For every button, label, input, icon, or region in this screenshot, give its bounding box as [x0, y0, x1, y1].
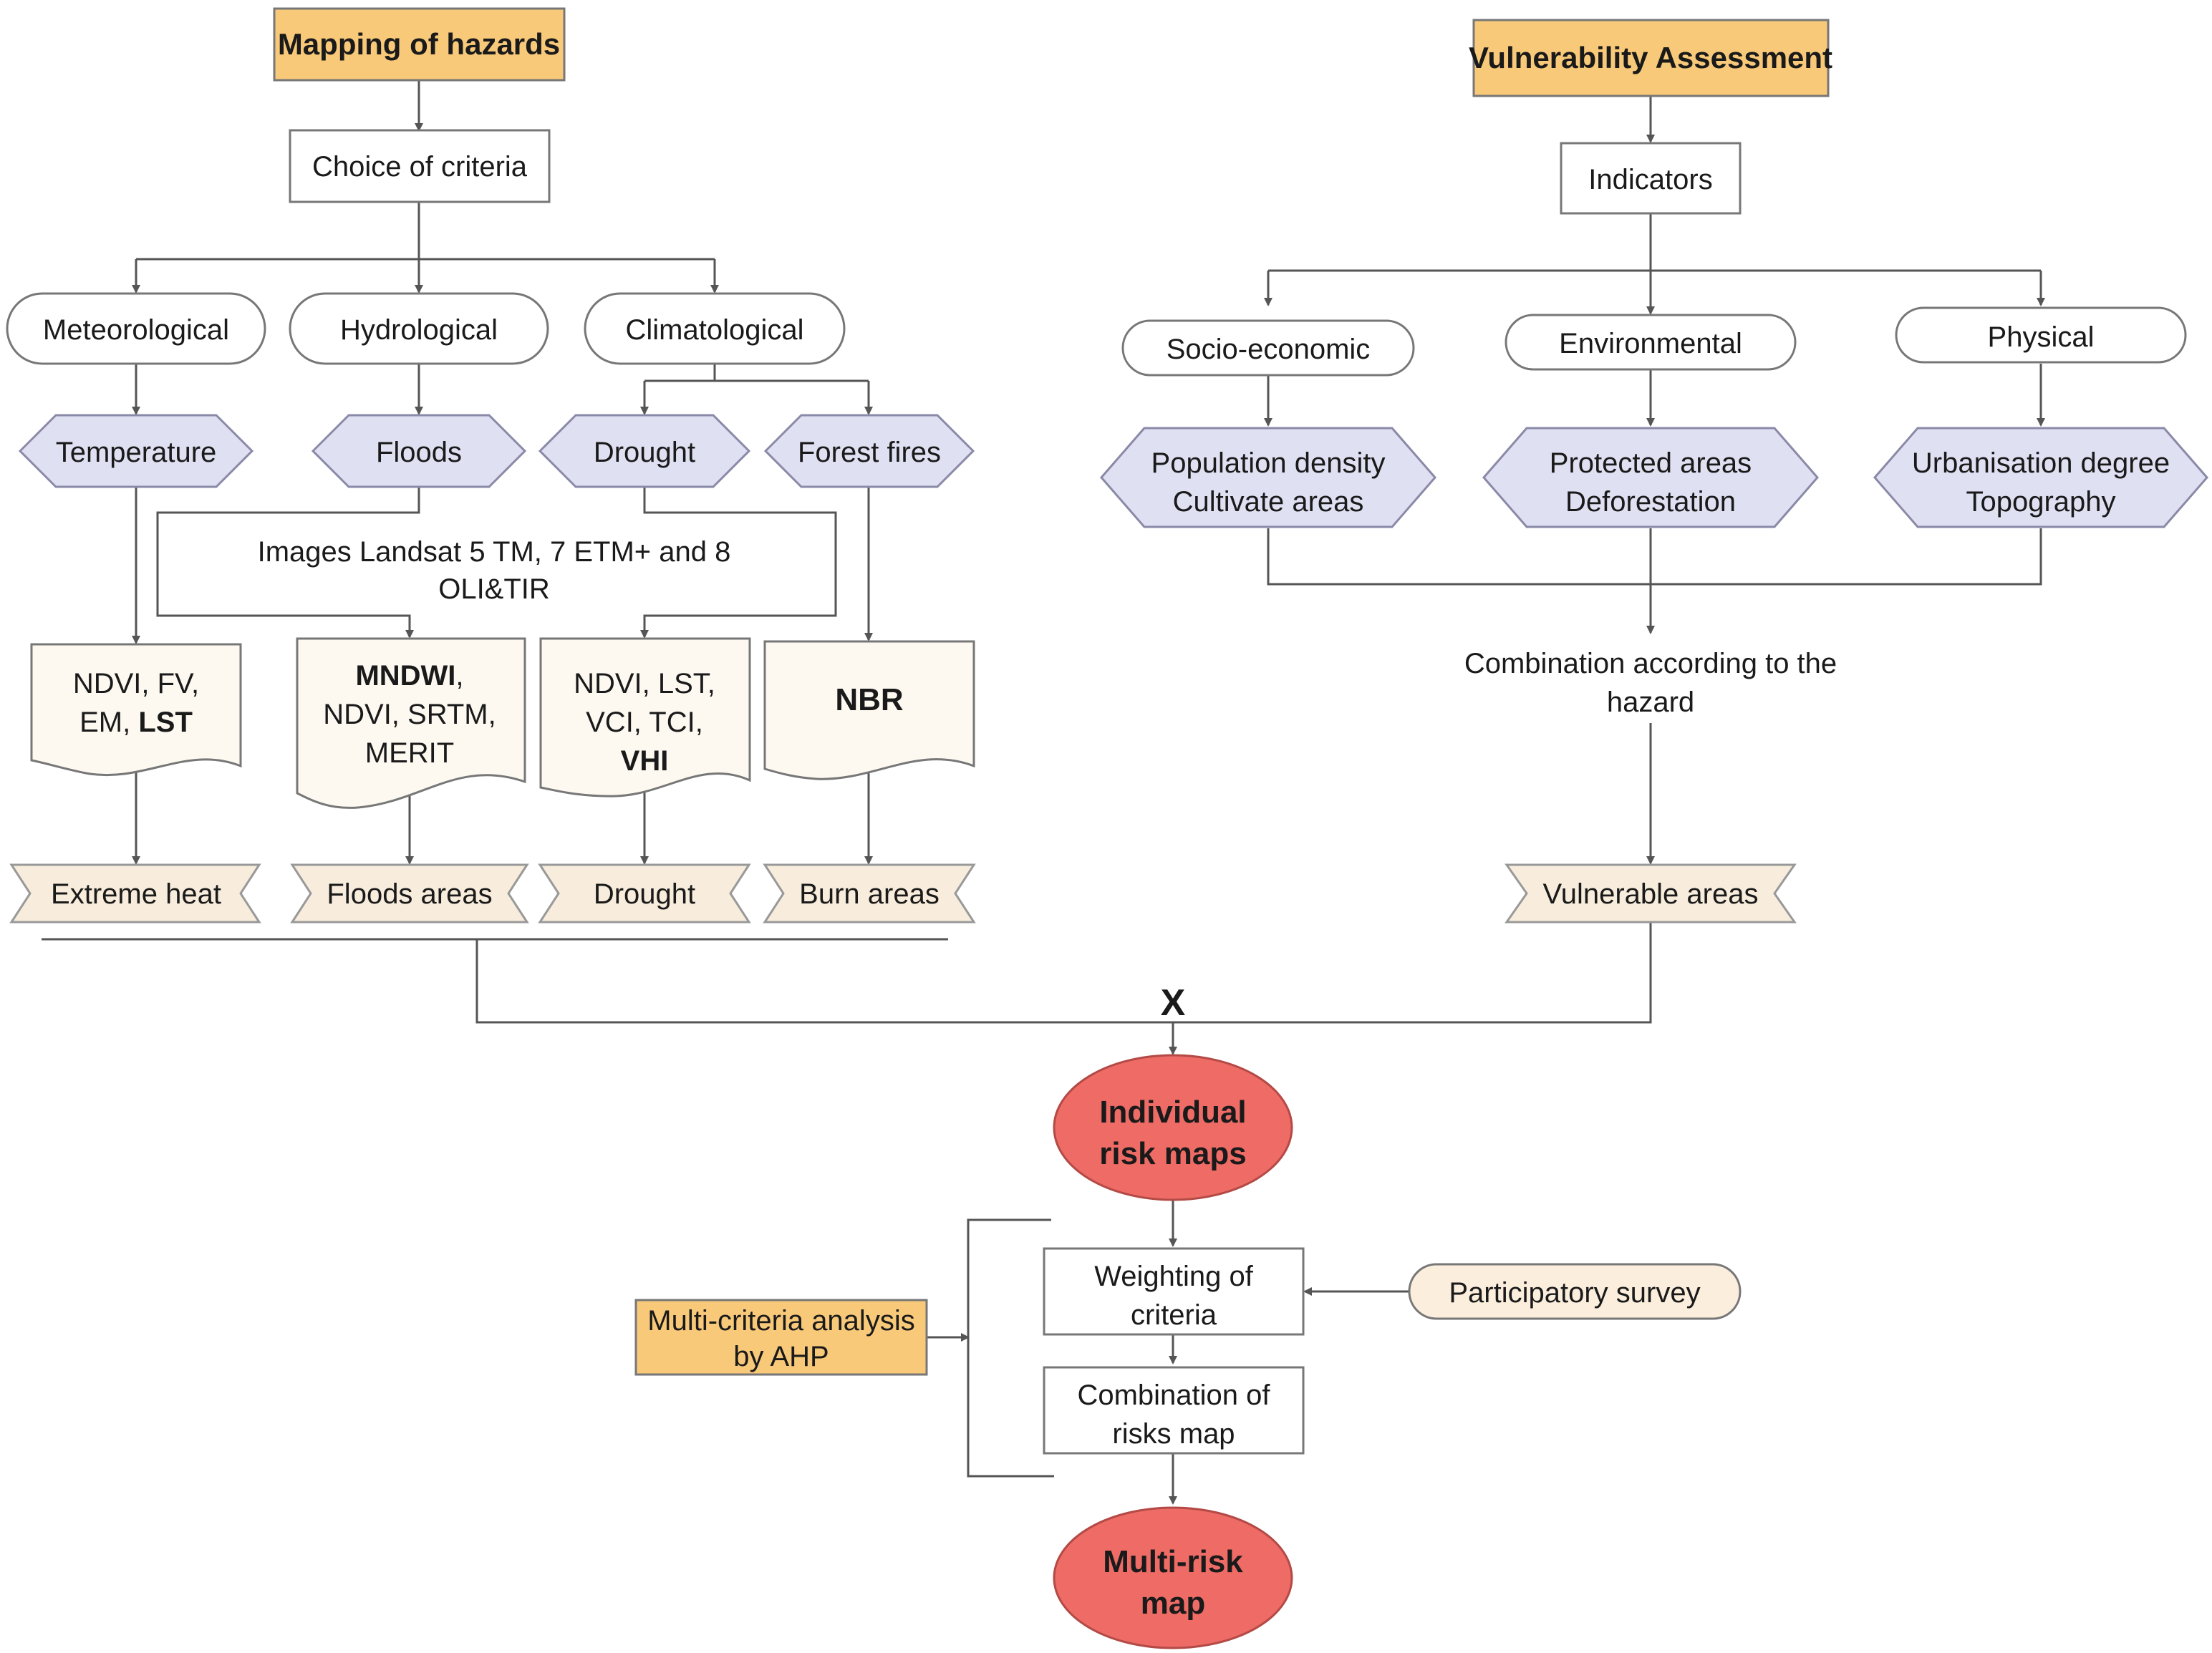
individual-risk-line-1: Individual [1099, 1095, 1246, 1130]
temperature-indices-line-1: NDVI, FV, [73, 668, 199, 699]
svg-text:MNDWI,: MNDWI, [355, 660, 463, 692]
drought-indices-line-2: VCI, TCI, [586, 707, 703, 738]
category-physical-label: Physical [1988, 321, 2095, 353]
factor-population-density: Population density [1151, 447, 1386, 479]
floods-indices-line-2: NDVI, SRTM, [323, 699, 496, 730]
factor-environmental: Protected areas Deforestation [1482, 427, 1819, 528]
combination-hazard-note: Combination according to the hazard [1464, 648, 1837, 718]
type-temperature: Temperature [18, 414, 254, 488]
individual-risk-maps: Individual risk maps [1053, 1054, 1293, 1201]
type-drought-label: Drought [594, 437, 695, 468]
category-meteorological-label: Meteorological [43, 314, 229, 346]
output-drought-label: Drought [594, 878, 695, 910]
indicators-box: Indicators [1560, 142, 1742, 215]
output-burn-areas: Burn areas [763, 863, 976, 924]
type-drought: Drought [538, 414, 751, 488]
doc-drought-indices: NDVI, LST, VCI, TCI, VHI [539, 637, 751, 798]
type-temperature-label: Temperature [56, 437, 217, 468]
doc-fires-indices: NBR [763, 640, 975, 780]
individual-risk-line-2: risk maps [1099, 1136, 1246, 1171]
landsat-line-2: OLI&TIR [438, 573, 550, 605]
connectors [42, 80, 2045, 1505]
mca-line-1: Multi-criteria analysis [647, 1305, 914, 1337]
multi-risk-line-1: Multi-risk [1103, 1544, 1243, 1579]
output-floods-areas-label: Floods areas [327, 878, 492, 910]
output-floods-areas: Floods areas [290, 863, 529, 924]
landsat-images-note: Images Landsat 5 TM, 7 ETM+ and 8 OLI&TI… [258, 536, 731, 605]
factor-protected-areas: Protected areas [1550, 447, 1752, 479]
vulnerability-title-box: Vulnerability Assessment [1469, 19, 1832, 97]
drought-indices-line-1: NDVI, LST, [574, 668, 715, 699]
output-extreme-heat-label: Extreme heat [51, 878, 221, 910]
type-floods: Floods [311, 414, 527, 488]
category-hydrological-label: Hydrological [340, 314, 498, 346]
category-socio-economic-label: Socio-economic [1167, 334, 1371, 365]
factor-cultivate-areas: Cultivate areas [1173, 486, 1364, 518]
combination-risks-line-1: Combination of [1077, 1380, 1270, 1411]
category-climatological-label: Climatological [626, 314, 804, 346]
combination-risks-box: Combination of risks map [1043, 1366, 1305, 1455]
doc-temperature-indices: NDVI, FV, EM, LST [30, 643, 242, 777]
category-meteorological: Meteorological [6, 292, 266, 365]
category-physical: Physical [1895, 306, 2187, 364]
criteria-box: Choice of criteria [289, 129, 551, 203]
multi-risk-line-2: map [1141, 1586, 1205, 1621]
factor-socio-economic: Population density Cultivate areas [1100, 427, 1436, 528]
category-environmental-label: Environmental [1559, 328, 1742, 359]
factor-topography: Topography [1966, 486, 2115, 518]
factor-physical: Urbanisation degree Topography [1873, 427, 2208, 528]
vhi-index: VHI [621, 745, 669, 777]
weighting-line-1: Weighting of [1094, 1261, 1254, 1292]
mca-ahp-box: Multi-criteria analysis by AHP [634, 1299, 928, 1376]
criteria-label: Choice of criteria [312, 151, 528, 183]
floods-indices-comma: , [455, 660, 463, 692]
output-vulnerable-areas: Vulnerable areas [1505, 863, 1797, 924]
output-vulnerable-areas-label: Vulnerable areas [1543, 878, 1759, 910]
factor-deforestation: Deforestation [1565, 486, 1736, 518]
temperature-indices-line-2: EM, [79, 707, 138, 738]
participatory-survey-label: Participatory survey [1449, 1277, 1700, 1309]
landsat-line-1: Images Landsat 5 TM, 7 ETM+ and 8 [258, 536, 731, 568]
weighting-criteria-box: Weighting of criteria [1043, 1247, 1305, 1336]
output-extreme-heat: Extreme heat [9, 863, 261, 924]
mca-line-2: by AHP [733, 1341, 829, 1372]
combination-hazard-line-2: hazard [1607, 687, 1694, 718]
nbr-index: NBR [835, 682, 903, 717]
combination-hazard-line-1: Combination according to the [1464, 648, 1837, 679]
doc-floods-indices: MNDWI, NDVI, SRTM, MERIT [296, 637, 526, 809]
combination-risks-line-2: risks map [1112, 1418, 1235, 1450]
category-socio-economic: Socio-economic [1121, 319, 1415, 377]
type-forest-fires-label: Forest fires [798, 437, 941, 468]
category-hydrological: Hydrological [289, 292, 549, 365]
hazards-title-box: Mapping of hazards [273, 7, 566, 82]
mndwi-index: MNDWI [355, 660, 455, 692]
output-burn-areas-label: Burn areas [799, 878, 940, 910]
hazards-title: Mapping of hazards [278, 27, 560, 61]
multi-risk-map: Multi-risk map [1053, 1506, 1293, 1649]
lst-index: LST [138, 707, 193, 738]
output-drought: Drought [538, 863, 751, 924]
vulnerability-title: Vulnerability Assessment [1469, 41, 1832, 74]
category-environmental: Environmental [1505, 314, 1797, 371]
floods-indices-line-3: MERIT [365, 737, 454, 769]
type-floods-label: Floods [376, 437, 462, 468]
factor-urbanisation-degree: Urbanisation degree [1912, 447, 2170, 479]
participatory-survey: Participatory survey [1408, 1263, 1742, 1320]
weighting-line-2: criteria [1131, 1299, 1217, 1331]
category-climatological: Climatological [584, 292, 846, 365]
type-forest-fires: Forest fires [763, 414, 975, 488]
multiply-operator: X [1161, 982, 1186, 1024]
svg-text:EM, LST: EM, LST [79, 707, 193, 738]
indicators-label: Indicators [1588, 164, 1712, 195]
